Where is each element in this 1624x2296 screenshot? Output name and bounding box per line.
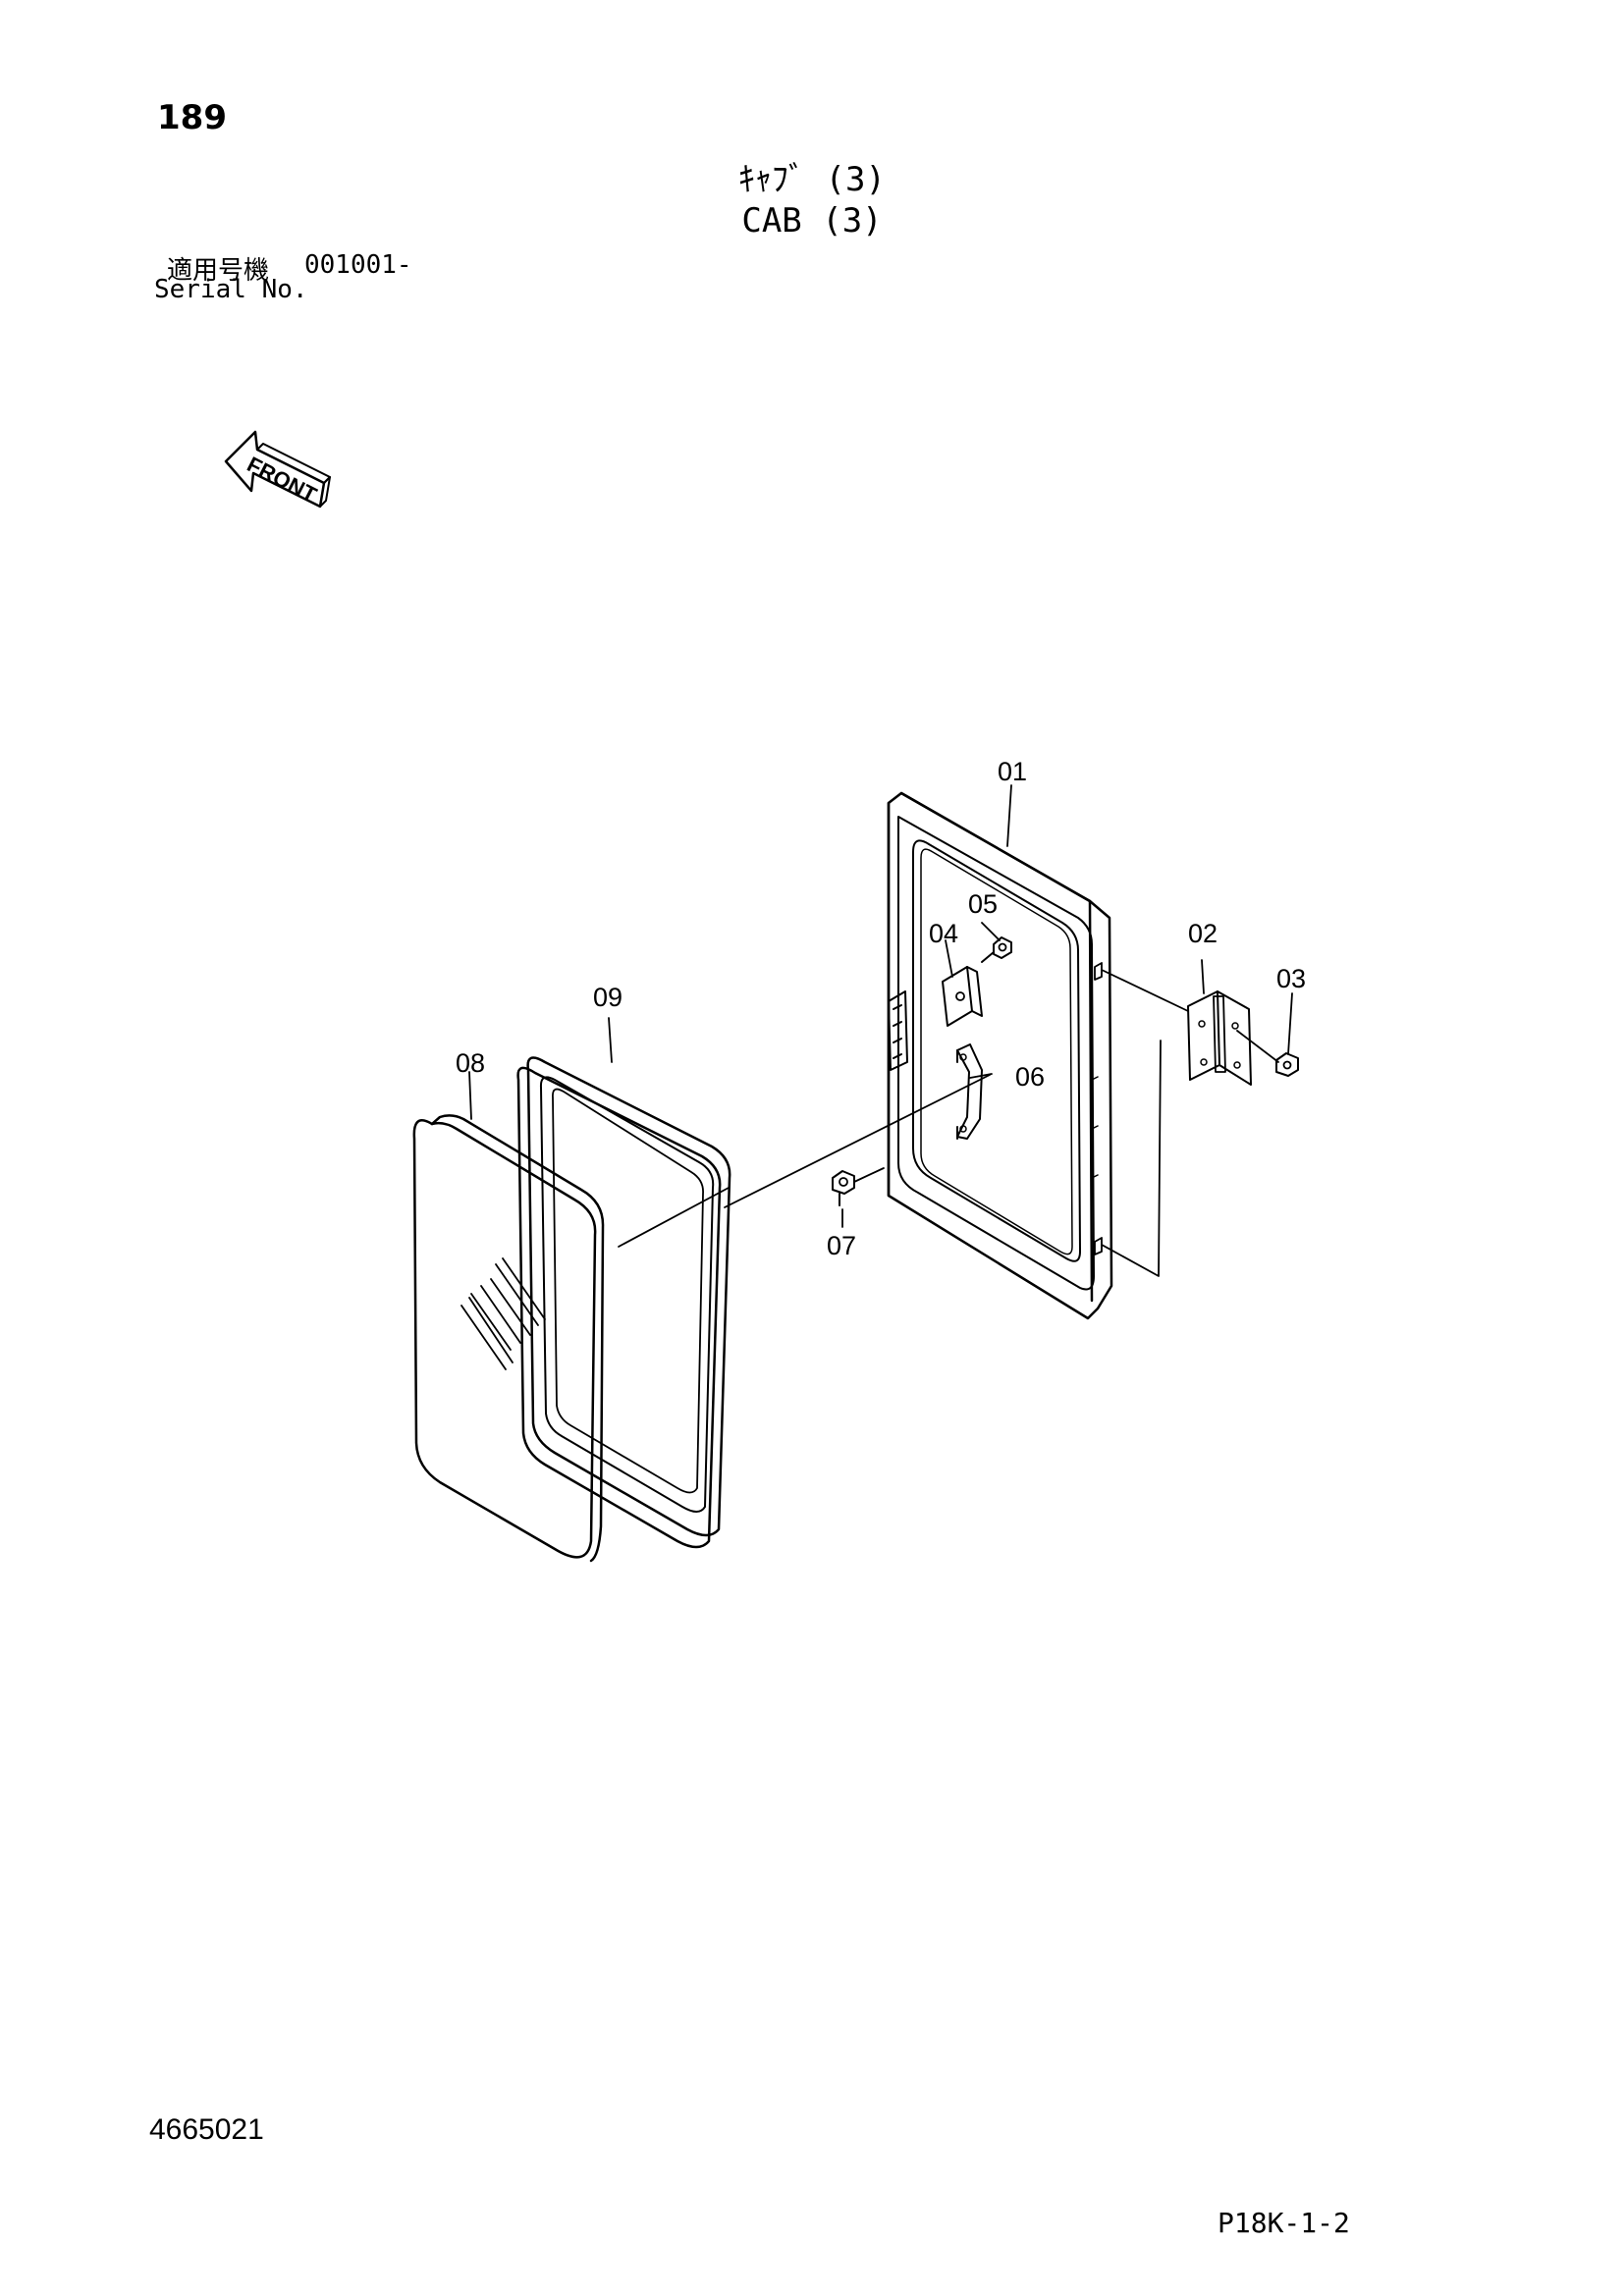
serial-label-japanese: 適用号機 xyxy=(167,256,270,286)
title-japanese: ｷｬﾌﾞ (3) xyxy=(738,160,886,199)
callout-05: 05 xyxy=(968,889,998,919)
document-number: 4665021 xyxy=(149,2113,264,2146)
door-frame-part-01 xyxy=(887,791,1113,1320)
bolt-part-07 xyxy=(832,1170,855,1206)
page-number: 189 xyxy=(157,98,227,137)
hinge-part-02 xyxy=(1187,990,1252,1086)
callout-06: 06 xyxy=(1015,1062,1045,1092)
callout-03: 03 xyxy=(1276,964,1306,993)
callout-02: 02 xyxy=(1188,919,1218,948)
serial-label-english: Serial No. xyxy=(154,275,308,304)
screw-part-05 xyxy=(981,936,1012,963)
leader-lines xyxy=(468,784,1293,1277)
callout-08: 08 xyxy=(456,1048,485,1078)
screw-part-03 xyxy=(1275,1052,1299,1077)
window-seal-part-09 xyxy=(516,1056,731,1549)
latch-part-04 xyxy=(942,966,983,1027)
page-code: P18K-1-2 xyxy=(1218,2207,1350,2239)
serial-value: 001001- xyxy=(304,250,412,280)
callout-04: 04 xyxy=(929,919,958,948)
handle-part-06 xyxy=(956,1043,983,1140)
callout-09: 09 xyxy=(593,983,623,1012)
front-label: FRONT xyxy=(244,452,321,507)
callout-01: 01 xyxy=(998,757,1027,786)
callout-07: 07 xyxy=(827,1231,856,1260)
glass-part-08 xyxy=(412,1114,605,1563)
front-arrow-icon: FRONT xyxy=(224,430,331,508)
title-english: CAB (3) xyxy=(741,201,883,240)
